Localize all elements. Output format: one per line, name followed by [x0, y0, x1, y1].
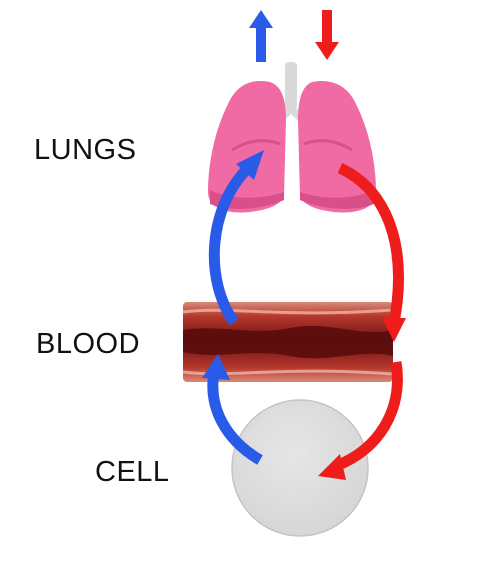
- red-arrow-blood-to-cell: [318, 361, 403, 480]
- cell-label: CELL: [95, 456, 170, 488]
- up-arrow-icon: [249, 10, 273, 62]
- blue-arrow-blood-to-lungs: [208, 150, 264, 326]
- blood-vessel-illustration: [182, 302, 394, 382]
- down-arrow-icon: [315, 10, 339, 60]
- left-lung: [208, 80, 286, 213]
- lungs-label: LUNGS: [34, 134, 137, 166]
- blood-label: BLOOD: [36, 328, 141, 360]
- trachea: [285, 62, 297, 110]
- blue-arrow-cell-to-blood: [202, 354, 263, 465]
- cell-illustration: [231, 399, 369, 537]
- red-arrow-lungs-to-blood: [337, 163, 406, 342]
- right-lung: [298, 80, 376, 213]
